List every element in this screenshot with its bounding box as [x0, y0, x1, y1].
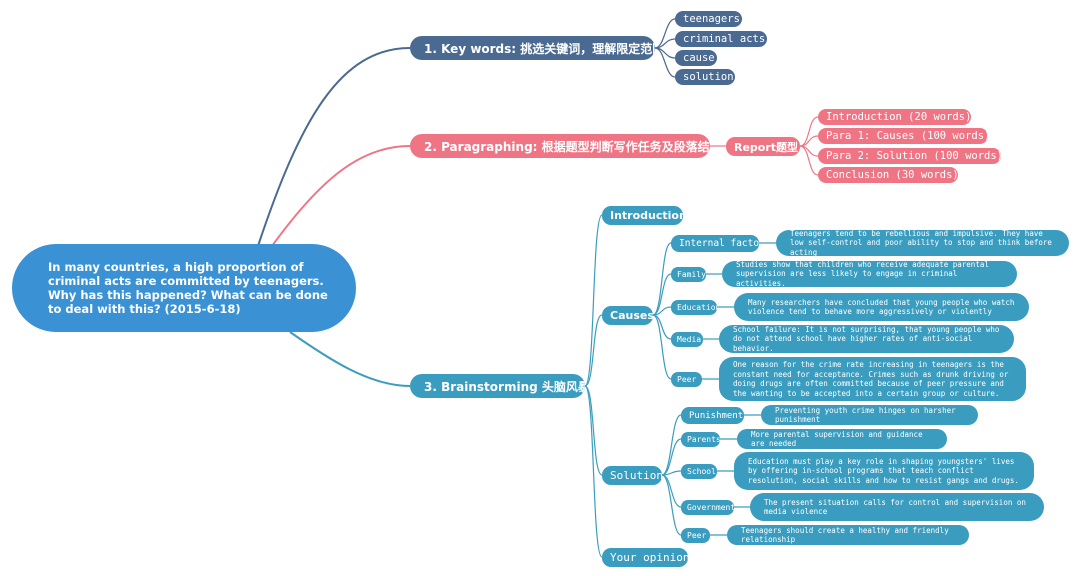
- solution-parents[interactable]: Parents: [681, 432, 720, 447]
- cause-label: Education: [677, 303, 717, 312]
- solution-detail-text: The present situation calls for control …: [764, 497, 1026, 517]
- your-opinion-node[interactable]: Your opinion: [602, 548, 688, 567]
- solution-label: Solution: [610, 469, 662, 482]
- report-type-label: Report题型: [734, 140, 799, 154]
- solution-detail-text: Preventing youth crime hinges on harsher…: [775, 405, 956, 425]
- your-opinion-label: Your opinion: [610, 551, 688, 564]
- cause-detail-text: One reason for the crime rate increasing…: [733, 360, 1009, 398]
- solution-label: Punishment: [689, 410, 744, 421]
- keyword-text: cause: [683, 52, 715, 64]
- report-type-node[interactable]: Report题型: [726, 137, 800, 156]
- cause-detail[interactable]: One reason for the crime rate increasing…: [719, 357, 1026, 401]
- paragraph-text: Conclusion (30 words): [826, 169, 958, 181]
- paragraph-item[interactable]: Para 1: Causes (100 words): [818, 128, 988, 144]
- cause-detail[interactable]: Many researchers have concluded that you…: [734, 293, 1029, 321]
- causes-node[interactable]: Causes: [602, 306, 653, 325]
- keywords-node[interactable]: 1. Key words: 挑选关键词，理解限定范围: [410, 36, 655, 60]
- paragraph-text: Introduction (20 words): [826, 111, 971, 123]
- causes-label: Causes: [610, 309, 653, 322]
- root-question[interactable]: In many countries, a high proportion of …: [12, 244, 356, 332]
- cause-detail-text: Studies show that children who receive a…: [736, 261, 989, 287]
- keyword-item[interactable]: teenagers: [675, 11, 742, 27]
- paragraph-item[interactable]: Para 2: Solution (100 words): [818, 148, 1001, 164]
- cause-detail-text: School failure: It is not surprising, th…: [733, 325, 1000, 353]
- paragraph-text: Para 1: Causes (100 words): [826, 130, 988, 142]
- root-question-text: In many countries, a high proportion of …: [48, 260, 328, 316]
- cause-internal-factor[interactable]: Internal factor: [671, 235, 759, 252]
- keyword-text: teenagers: [683, 13, 740, 25]
- solution-label: Peer: [687, 531, 707, 540]
- cause-label: Internal factor: [679, 238, 759, 249]
- cause-education[interactable]: Education: [671, 300, 717, 315]
- solution-peer[interactable]: Peer: [681, 528, 710, 543]
- solution-detail[interactable]: Teenagers should create a healthy and fr…: [727, 525, 969, 545]
- keyword-item[interactable]: cause: [675, 50, 717, 66]
- cause-family[interactable]: Family: [671, 267, 706, 282]
- solution-government[interactable]: Government: [681, 500, 734, 515]
- cause-label: Peer: [677, 375, 697, 384]
- solution-label: School: [687, 467, 716, 476]
- keyword-text: criminal acts: [683, 33, 766, 45]
- solution-punishment[interactable]: Punishment: [681, 407, 744, 424]
- brainstorming-node[interactable]: 3. Brainstorming 头脑风暴: [410, 374, 585, 398]
- cause-detail[interactable]: Studies show that children who receive a…: [722, 261, 1017, 287]
- keywords-label: 1. Key words: 挑选关键词，理解限定范围: [424, 41, 655, 56]
- solution-detail-text: Education must play a key role in shapin…: [748, 456, 1019, 485]
- keyword-text: solution: [683, 71, 734, 83]
- cause-detail-text: Many researchers have concluded that you…: [748, 297, 1015, 317]
- solution-detail-text: More parental supervision and guidance a…: [751, 429, 923, 449]
- solution-label: Government: [687, 503, 734, 512]
- paragraph-item[interactable]: Introduction (20 words): [818, 109, 971, 125]
- cause-label: Family: [677, 270, 706, 279]
- solution-detail[interactable]: The present situation calls for control …: [750, 493, 1044, 521]
- keyword-item[interactable]: solution: [675, 69, 735, 85]
- cause-detail[interactable]: Teenagers tend to be rebellious and impu…: [776, 230, 1069, 256]
- cause-media[interactable]: Media: [671, 332, 703, 347]
- solution-label: Parents: [687, 435, 720, 444]
- solution-node[interactable]: Solution: [602, 466, 662, 485]
- introduction-node[interactable]: Introduction: [602, 206, 683, 225]
- paragraphing-node[interactable]: 2. Paragraphing: 根据题型判断写作任务及段落结构: [410, 134, 710, 158]
- paragraphing-label: 2. Paragraphing: 根据题型判断写作任务及段落结构: [424, 139, 710, 154]
- solution-detail[interactable]: Education must play a key role in shapin…: [734, 452, 1034, 490]
- solution-detail[interactable]: Preventing youth crime hinges on harsher…: [761, 405, 978, 425]
- solution-detail-text: Teenagers should create a healthy and fr…: [741, 525, 949, 545]
- introduction-label: Introduction: [610, 209, 683, 222]
- cause-label: Media: [677, 335, 702, 344]
- paragraph-item[interactable]: Conclusion (30 words): [818, 167, 958, 183]
- solution-detail[interactable]: More parental supervision and guidance a…: [737, 429, 947, 449]
- cause-peer[interactable]: Peer: [671, 372, 702, 387]
- cause-detail-text: Teenagers tend to be rebellious and impu…: [790, 230, 1052, 256]
- keyword-item[interactable]: criminal acts: [675, 31, 767, 47]
- cause-detail[interactable]: School failure: It is not surprising, th…: [719, 325, 1014, 353]
- paragraph-text: Para 2: Solution (100 words): [826, 150, 1001, 162]
- brainstorming-label: 3. Brainstorming 头脑风暴: [424, 379, 585, 394]
- solution-school[interactable]: School: [681, 464, 717, 479]
